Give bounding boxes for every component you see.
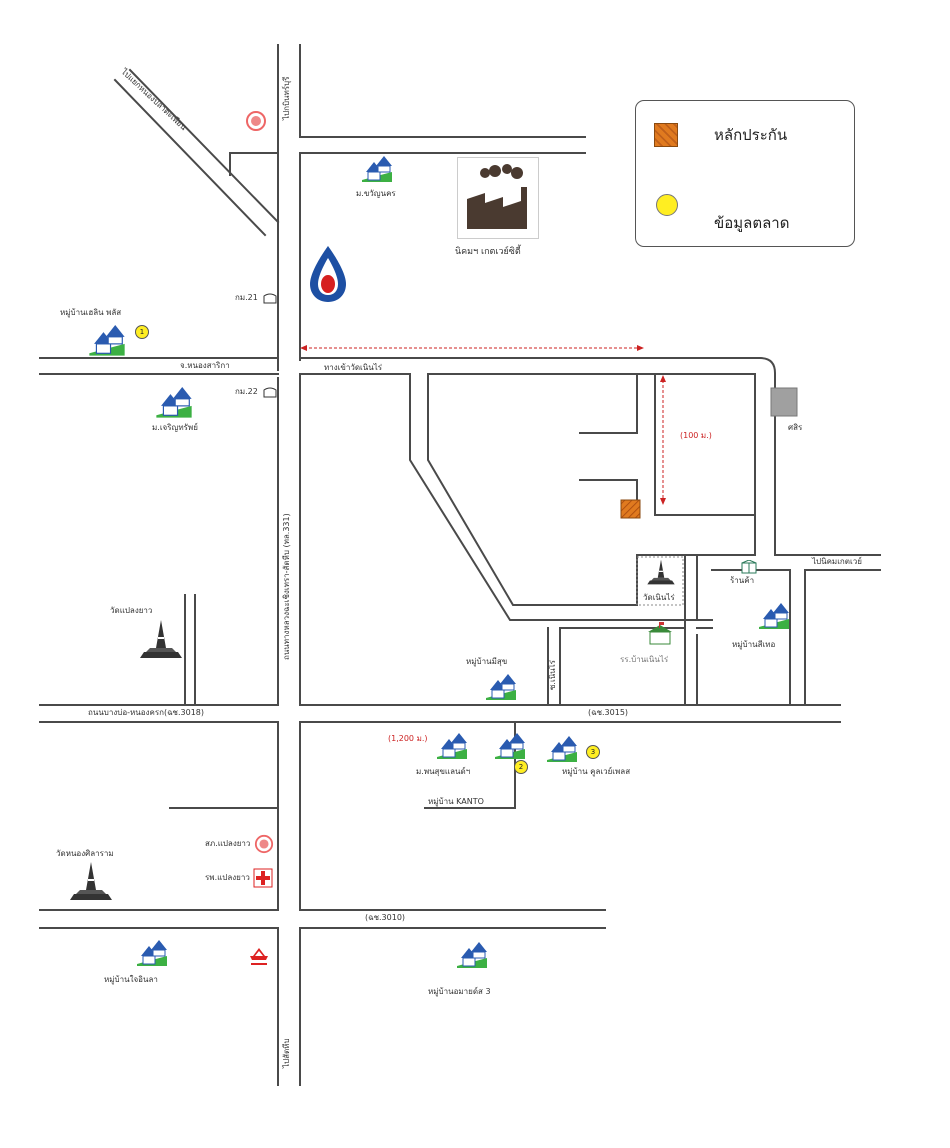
road-nong-sarika [39, 357, 279, 375]
industrial-estate-label: นิคมฯ เกตเวย์ซิตี้ [455, 247, 521, 257]
km22-label: กม.22 [235, 387, 258, 396]
km-marker-icon-22 [263, 387, 277, 398]
legend-collateral-label: หลักประกัน [714, 126, 788, 144]
road-3015-label: (ฉช.3015) [588, 708, 629, 717]
village-icon-wiyanakorn [362, 156, 392, 182]
top-road [113, 68, 586, 237]
soi-noen-rai-label: ซ.เนินไร่ [548, 660, 557, 690]
distance-arrow-vertical [660, 375, 666, 505]
to-sattahip-label: ไปสัตหีบ [282, 1038, 291, 1068]
market-data-marker-2: 2 [514, 760, 528, 774]
collateral-swatch [654, 123, 678, 147]
village-icon-chaiyin [137, 940, 167, 966]
shop-icon [741, 560, 757, 574]
land-office-label: ศสิร [788, 423, 803, 432]
wat-noen-rai-label: วัดเนินไร่ [643, 593, 675, 602]
village-icon-kanto [495, 733, 525, 759]
market-data-marker-1: 1 [135, 325, 149, 339]
village-icon-sukhsan [437, 733, 467, 759]
village-kanto-label: หมู่บ้าน KANTO [428, 797, 484, 806]
wat-plaeng-yao-label: วัดแปลงยาว [110, 606, 153, 615]
legend-market-label: ข้อมูลตลาด [714, 214, 790, 232]
hospital-label: รพ.แปลงยาว [205, 873, 250, 882]
temple-boundary [636, 556, 684, 606]
village-lamang-label: หมู่บ้านอมายด์ส 3 [428, 987, 491, 996]
road-3010 [39, 807, 606, 929]
map-legend: หลักประกัน ข้อมูลตลาด [635, 100, 855, 247]
police-label: สภ.แปลงยาว [205, 839, 251, 848]
highway-331 [277, 44, 301, 1086]
temple-icon-plaeng-yao [140, 620, 182, 658]
temple-icon-nong-sila [70, 862, 112, 900]
village-charoen-label: ม.เจริญทรัพย์ [152, 423, 198, 432]
road-3018-label: ถนนบางบ่อ-หนองครก(ฉช.3018) [88, 708, 204, 717]
hospital-icon [253, 868, 273, 888]
market-data-marker-3: 3 [586, 745, 600, 759]
distance-100-label: (100 ม.) [680, 431, 712, 440]
village-icon-lamang [457, 942, 487, 968]
village-icon-herlin [89, 325, 125, 356]
road-nong-sarika-label: จ.หนองสาริกา [180, 361, 230, 370]
village-herlin-label: หมู่บ้านเฮลิน พลัส [60, 308, 122, 317]
collateral-plot [620, 499, 641, 519]
village-swiss-label: หมู่บ้านสีเทอ [732, 640, 776, 649]
village-icon-swiss [759, 603, 789, 629]
village-kooldelight-label: หมู่บ้าน คูลเวย์เพลส [562, 767, 631, 776]
village-icon-kooldelight [547, 736, 577, 762]
police-icon [254, 834, 274, 854]
village-sukhsan-label: ม.พนสุขแลนด์ฯ [416, 767, 471, 776]
factory-icon [457, 157, 539, 239]
land-office-building [770, 387, 798, 417]
shop-label: ร้านค้า [730, 576, 755, 585]
road-wat-noen-rai [299, 357, 881, 706]
temple-icon-noen-rai [647, 559, 675, 585]
distance-arrow-horizontal [300, 345, 644, 351]
village-mi-suk-label: หมู่บ้านมีสุข [466, 657, 508, 666]
school-label: รร.บ้านเนินไร่ [620, 655, 669, 664]
highway-331-label: ถนนทางหลวงฉะเชิงเทรา-สัตหีบ (ทล.331) [282, 513, 291, 660]
school-icon [648, 622, 672, 645]
km21-label: กม.21 [235, 293, 258, 302]
police-icon-top [246, 111, 266, 131]
village-chaiyin-label: หมู่บ้านใจอินลา [104, 975, 158, 984]
honda-logo [250, 948, 268, 965]
distance-1200-label: (1,200 ม.) [388, 734, 428, 743]
to-kabinburi-label: ไปกบินทร์บุรี [282, 76, 291, 120]
wat-nong-sila-label: วัดหนองศิลาราม [56, 849, 114, 858]
village-icon-mi-suk [486, 674, 516, 700]
road-3010-label: (ฉช.3010) [365, 913, 406, 922]
village-wiyanakorn-label: ม.ขวัญนคร [356, 189, 396, 198]
to-nikhom-label: ไปนิคมเกตเวย์ [812, 557, 862, 566]
road-3018-3015 [39, 594, 841, 723]
gas-station-icon [310, 246, 346, 302]
village-icon-charoen [156, 387, 192, 418]
market-data-swatch [656, 194, 678, 216]
road-wat-noen-rai-label: ทางเข้าวัดเนินไร่ [324, 363, 383, 372]
km-marker-icon-21 [263, 293, 277, 304]
